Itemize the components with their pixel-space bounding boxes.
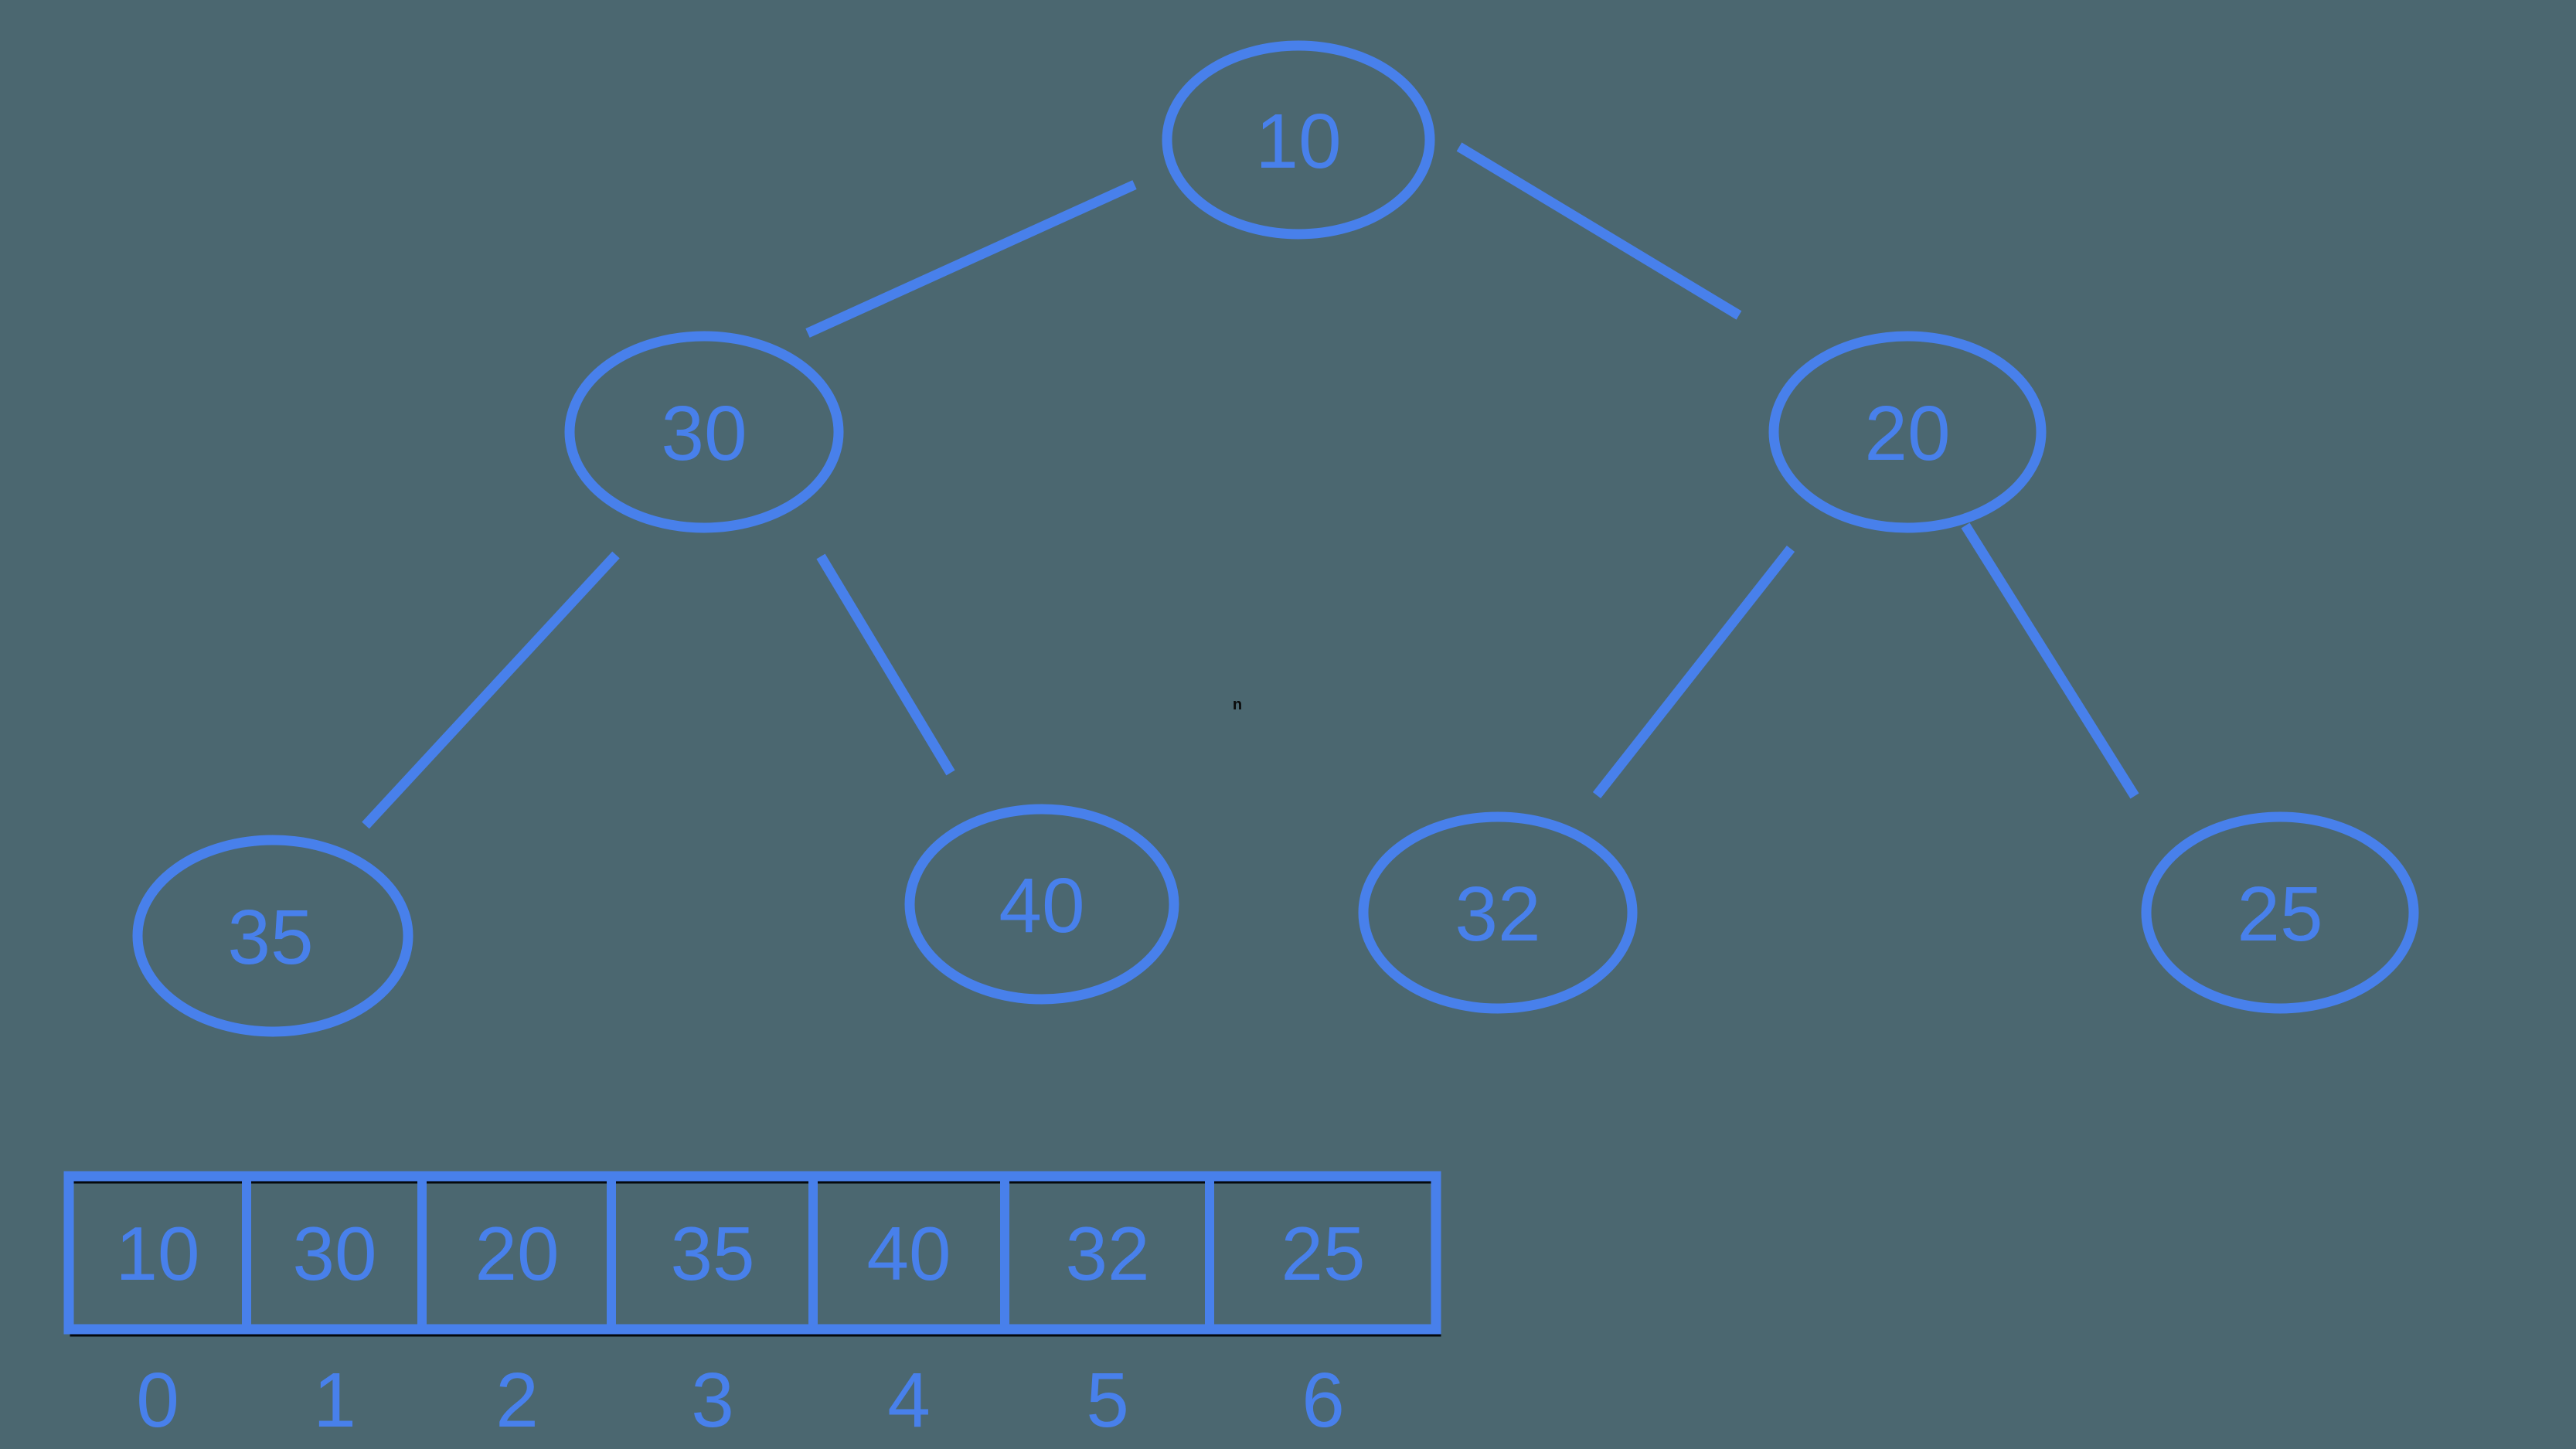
node-value: 25 <box>2237 871 2322 957</box>
array-outline[interactable] <box>63 1171 1441 1335</box>
array-representation: 10 30 20 35 40 32 25 0 1 2 3 4 5 6 <box>63 1171 1441 1444</box>
array-cell-2[interactable]: 20 <box>475 1211 559 1296</box>
array-cell-6[interactable]: 25 <box>1281 1211 1365 1296</box>
array-cell-5[interactable]: 32 <box>1065 1211 1149 1296</box>
edge-30-35[interactable] <box>362 551 620 829</box>
tree-node-10[interactable]: 10 <box>1162 40 1435 240</box>
node-ellipse <box>1162 40 1435 240</box>
node-ellipse <box>904 804 1179 1005</box>
edge-10-30[interactable] <box>805 180 1137 338</box>
array-cell-1[interactable]: 30 <box>292 1211 376 1296</box>
node-ellipse <box>132 835 413 1037</box>
binary-tree: 10 30 20 35 40 32 25 <box>132 40 2419 1037</box>
array-index-5: 5 <box>1086 1357 1129 1444</box>
edge-30-40[interactable] <box>816 553 955 776</box>
node-value: 40 <box>999 862 1084 949</box>
node-value: 10 <box>1255 98 1341 185</box>
array-index-6: 6 <box>1302 1357 1345 1444</box>
node-ellipse <box>2141 811 2419 1014</box>
node-value: 30 <box>661 390 747 477</box>
array-cell-3[interactable]: 35 <box>670 1211 754 1296</box>
array-index-2: 2 <box>495 1357 539 1444</box>
stray-text-artifact: n <box>1233 696 1242 713</box>
node-value: 35 <box>227 894 313 981</box>
tree-node-20[interactable]: 20 <box>1768 331 2047 533</box>
tree-node-35[interactable]: 35 <box>132 835 413 1037</box>
array-index-3: 3 <box>691 1357 734 1444</box>
tree-node-32[interactable]: 32 <box>1358 811 1638 1014</box>
edge-20-25[interactable] <box>1961 522 2139 799</box>
node-value: 20 <box>1864 390 1950 477</box>
array-box-shadow <box>70 1179 1441 1337</box>
node-ellipse <box>564 331 844 533</box>
array-cell-4[interactable]: 40 <box>866 1211 951 1296</box>
edge-20-32[interactable] <box>1592 545 1795 799</box>
edge-10-20[interactable] <box>1456 142 1742 320</box>
tree-node-40[interactable]: 40 <box>904 804 1179 1005</box>
tree-node-30[interactable]: 30 <box>564 331 844 533</box>
array-cell-0[interactable]: 10 <box>115 1211 199 1296</box>
node-ellipse <box>1768 331 2047 533</box>
node-ellipse <box>1358 811 1638 1014</box>
array-index-1: 1 <box>313 1357 356 1444</box>
tree-node-25[interactable]: 25 <box>2141 811 2419 1014</box>
array-index-4: 4 <box>887 1357 931 1444</box>
node-value: 32 <box>1455 871 1540 957</box>
array-index-0: 0 <box>136 1357 179 1444</box>
